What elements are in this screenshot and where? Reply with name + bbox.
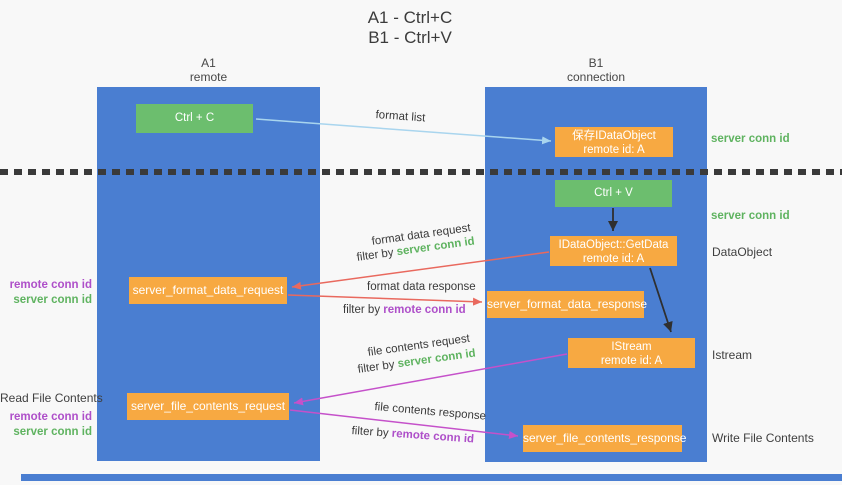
node-server-format-data-request: server_format_data_request xyxy=(129,277,287,304)
arrow-file-contents-request xyxy=(293,353,568,406)
column-header-b1: B1 connection xyxy=(485,56,707,84)
title-line-b1: B1 - Ctrl+V xyxy=(368,28,452,47)
node-getdata-line1: IDataObject::GetData xyxy=(558,239,669,251)
arrow-file-contents-response xyxy=(289,409,519,439)
arrow-getdata-to-istream xyxy=(649,267,673,333)
node-idataobject-getdata: IDataObject::GetData remote id: A xyxy=(550,236,677,266)
annotation-conn-ids-format: remote conn id server conn id xyxy=(0,278,92,308)
node-save-dataobject-line2: remote id: A xyxy=(583,144,645,156)
node-getdata-line2: remote id: A xyxy=(582,253,645,265)
node-save-dataobject-line1: 保存IDataObject xyxy=(572,130,656,142)
annotation-dataobject: DataObject xyxy=(712,245,773,259)
annotation-remote-conn-id: remote conn id xyxy=(9,411,92,423)
annotation-remote-conn-id: remote conn id xyxy=(9,279,92,291)
annotation-read-file-contents: Read File Contents xyxy=(0,391,103,405)
annotation-server-conn-id-ctrl-v: server conn id xyxy=(711,210,790,222)
filter-key-remote-conn-id: remote conn id xyxy=(383,304,466,316)
column-a1-name: A1 xyxy=(201,56,216,70)
node-istream-line2: remote id: A xyxy=(600,355,663,367)
label-format-data-response: format data response xyxy=(367,281,476,293)
annotation-server-conn-id: server conn id xyxy=(13,294,92,306)
diagram-title: A1 - Ctrl+C B1 - Ctrl+V xyxy=(310,8,510,48)
node-server-file-contents-request: server_file_contents_request xyxy=(127,393,289,420)
node-istream-line1: IStream xyxy=(611,341,652,353)
filter-prefix: filter by xyxy=(343,304,384,316)
column-a1-role: remote xyxy=(189,70,228,84)
node-server-file-contents-response: server_file_contents_response xyxy=(523,425,686,452)
arrow-format-data-response xyxy=(287,294,483,306)
annotation-istream: Istream xyxy=(712,348,753,362)
bottom-bar xyxy=(21,474,842,481)
annotation-server-conn-id-top: server conn id xyxy=(711,133,790,145)
arrow-format-list xyxy=(255,118,552,145)
annotation-write-file-contents: Write File Contents xyxy=(712,431,814,445)
title-line-a1: A1 - Ctrl+C xyxy=(367,8,453,27)
arrow-format-data-request xyxy=(291,251,550,290)
node-save-dataobject: 保存IDataObject remote id: A xyxy=(555,127,673,157)
section-divider-dotted xyxy=(0,169,842,175)
column-b1-name: B1 xyxy=(588,56,604,70)
node-server-format-data-response: server_format_data_response xyxy=(487,291,647,318)
annotation-conn-ids-file: remote conn id server conn id xyxy=(0,410,92,440)
label-filter-format-data-response: filter by remote conn id xyxy=(343,304,466,316)
node-istream: IStream remote id: A xyxy=(568,338,695,368)
annotation-server-conn-id: server conn id xyxy=(13,426,92,438)
column-b1-role: connection xyxy=(566,70,626,84)
node-ctrl-v: Ctrl + V xyxy=(555,180,672,207)
node-ctrl-c: Ctrl + C xyxy=(136,104,253,133)
column-header-a1: A1 remote xyxy=(97,56,320,84)
